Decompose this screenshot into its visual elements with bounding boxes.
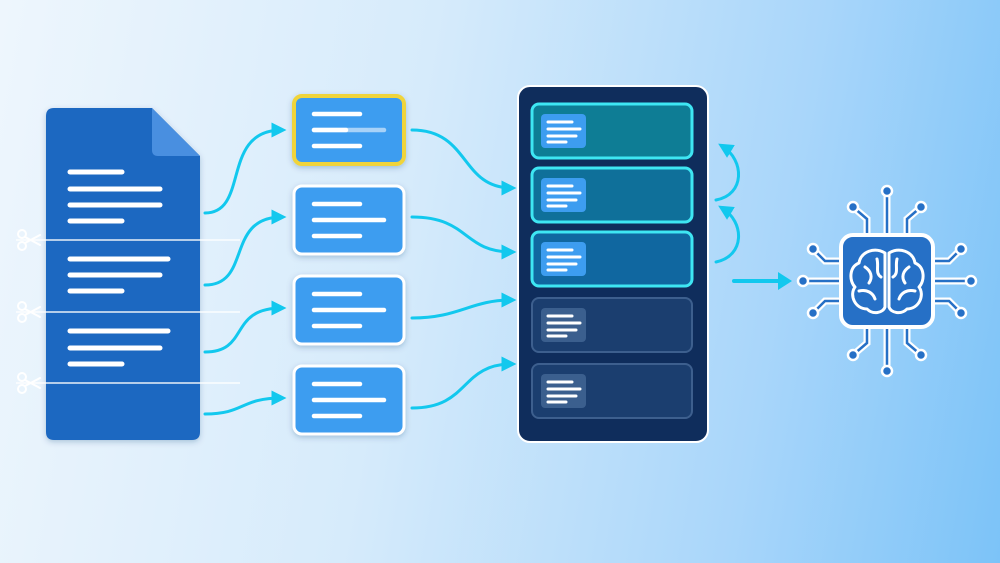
connector-arrow xyxy=(410,292,517,320)
connector-arrow xyxy=(410,128,517,196)
connector-arrow xyxy=(410,356,517,410)
store-slot xyxy=(531,297,693,353)
scissors-icon xyxy=(17,301,41,323)
document-fold xyxy=(152,108,200,156)
arrow-right-icon xyxy=(732,272,792,290)
connector-arrow xyxy=(410,215,517,260)
curved-arrow-icon xyxy=(714,143,740,202)
chunk-to-store-connectors xyxy=(410,128,517,410)
store-slot xyxy=(530,230,694,288)
connector-arrow xyxy=(203,209,287,287)
chunk-card xyxy=(292,274,406,346)
chunk-cards xyxy=(292,94,406,436)
vector-store-icon xyxy=(517,85,709,443)
connector-arrow xyxy=(203,122,287,215)
chunk-card xyxy=(292,94,406,166)
rerank-arrows xyxy=(714,143,740,264)
curved-arrow-icon xyxy=(714,205,740,264)
chunk-card xyxy=(292,364,406,436)
store-slot xyxy=(531,363,693,419)
document-to-chunk-connectors xyxy=(203,122,287,416)
brain-glyph xyxy=(849,248,925,315)
document-icon xyxy=(46,108,200,440)
chip-body xyxy=(839,233,935,329)
chip-pin-ends xyxy=(796,184,978,378)
store-slot xyxy=(530,102,694,160)
scissors-icon xyxy=(17,372,41,394)
store-slot xyxy=(530,166,694,224)
brain-chip-icon xyxy=(796,184,978,378)
scissors-icon xyxy=(17,229,41,251)
cut-markers xyxy=(16,229,240,394)
document-text-lines xyxy=(67,169,171,367)
connector-arrow xyxy=(203,390,287,416)
chunk-card xyxy=(292,184,406,256)
connector-arrow xyxy=(203,300,287,354)
